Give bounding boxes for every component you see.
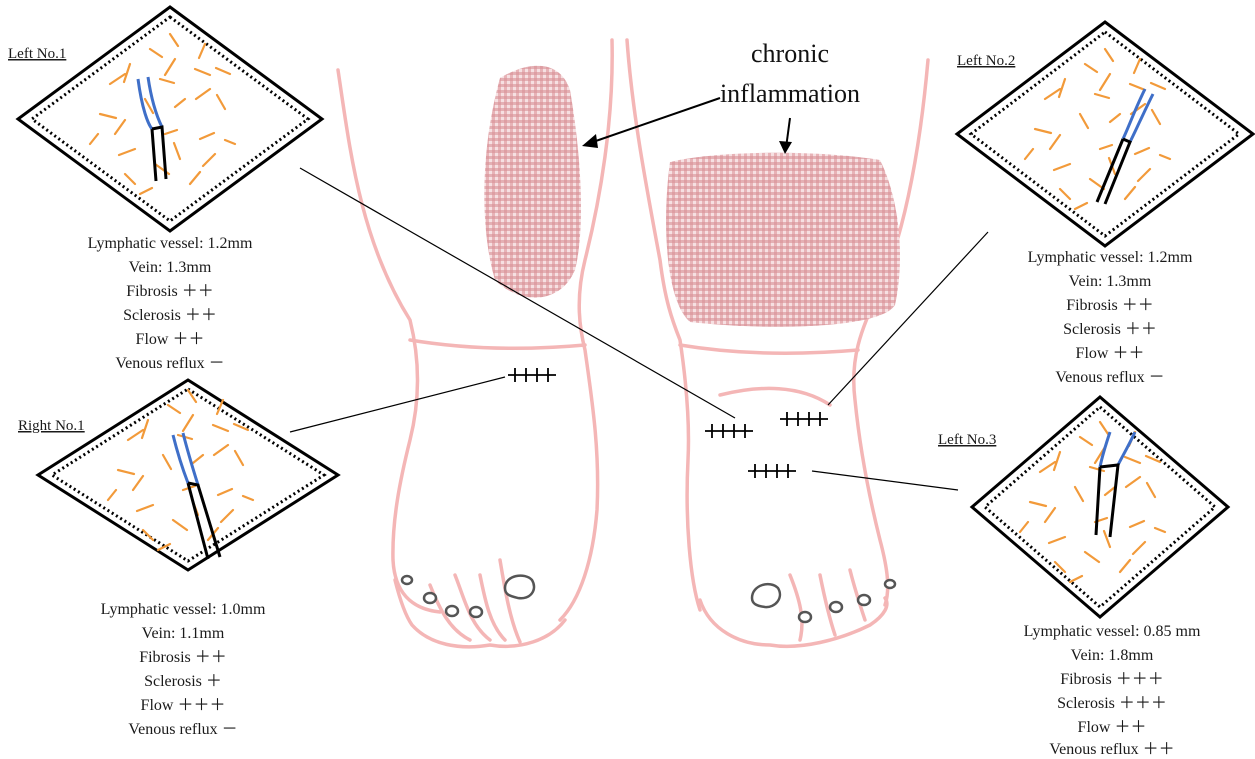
detail-line: Vein: 1.3mm <box>129 259 212 276</box>
detail-line: Fibrosis ＋＋ <box>126 283 214 300</box>
detail-line: Venous reflux － <box>1055 369 1164 386</box>
detail-line: Flow ＋＋ <box>136 331 205 348</box>
inflammation-area-left <box>666 153 900 327</box>
inflammation-title-line1: chronic <box>751 39 829 68</box>
left-foot <box>627 40 928 646</box>
incision-left-no1 <box>705 424 753 438</box>
site-label-left-no2: Left No.2 <box>957 53 1015 69</box>
details-left-no2: Lymphatic vessel: 1.2mm Vein: 1.3mm Fibr… <box>1028 249 1193 386</box>
details-right-no1: Lymphatic vessel: 1.0mm Vein: 1.1mm Fibr… <box>101 601 266 738</box>
inflammation-area-right <box>484 66 581 298</box>
inset-left-no3 <box>972 397 1228 617</box>
detail-line: Lymphatic vessel: 1.0mm <box>101 601 266 618</box>
detail-line: Venous reflux － <box>115 355 224 372</box>
detail-line: Fibrosis ＋＋＋ <box>1060 671 1164 688</box>
detail-line: Vein: 1.1mm <box>142 625 225 642</box>
details-left-no1: Lymphatic vessel: 1.2mm Vein: 1.3mm Fibr… <box>88 235 253 372</box>
details-left-no3: Lymphatic vessel: 0.85 mm Vein: 1.8mm Fi… <box>1024 623 1201 758</box>
incision-left-no2 <box>780 412 828 426</box>
site-label-right-no1: Right No.1 <box>18 418 85 434</box>
detail-line: Sclerosis ＋＋ <box>1063 321 1157 338</box>
detail-line: Sclerosis ＋＋ <box>123 307 217 324</box>
detail-line: Lymphatic vessel: 0.85 mm <box>1024 623 1201 640</box>
detail-line: Flow ＋＋ <box>1078 719 1147 736</box>
detail-line: Venous reflux － <box>128 721 237 738</box>
inflammation-title-line2: inflammation <box>720 79 860 108</box>
detail-line: Fibrosis ＋＋ <box>1066 297 1154 314</box>
incision-marks <box>508 368 828 478</box>
inset-right-no1 <box>38 380 338 570</box>
incision-right-no1 <box>508 368 556 382</box>
detail-line: Vein: 1.8mm <box>1071 647 1154 664</box>
detail-line: Venous reflux ＋＋ <box>1049 741 1174 758</box>
detail-line: Sclerosis ＋ <box>144 673 222 690</box>
detail-line: Lymphatic vessel: 1.2mm <box>88 235 253 252</box>
detail-line: Lymphatic vessel: 1.2mm <box>1028 249 1193 266</box>
detail-line: Sclerosis ＋＋＋ <box>1057 695 1167 712</box>
inset-left-no1 <box>18 7 322 231</box>
incision-left-no3 <box>748 464 796 478</box>
detail-line: Fibrosis ＋＋ <box>139 649 227 666</box>
detail-line: Vein: 1.3mm <box>1069 273 1152 290</box>
site-label-left-no1: Left No.1 <box>8 46 66 62</box>
detail-line: Flow ＋＋＋ <box>141 697 226 714</box>
detail-line: Flow ＋＋ <box>1076 345 1145 362</box>
site-label-left-no3: Left No.3 <box>938 432 996 448</box>
